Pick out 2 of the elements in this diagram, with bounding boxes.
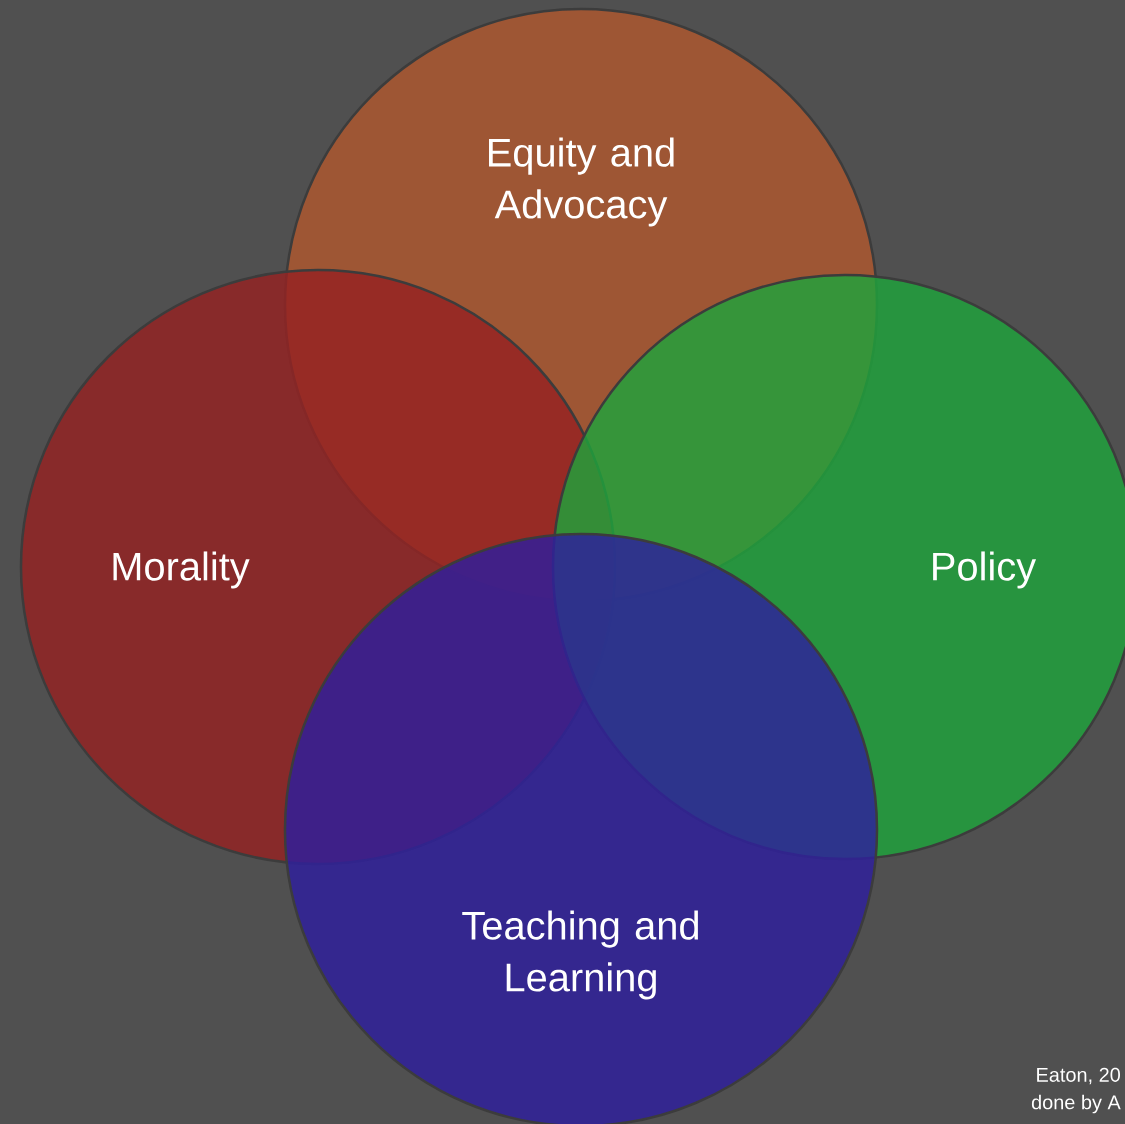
credit-text: Eaton, 20	[1037, 1067, 1120, 1085]
credit-text: done by A	[1031, 1094, 1121, 1114]
